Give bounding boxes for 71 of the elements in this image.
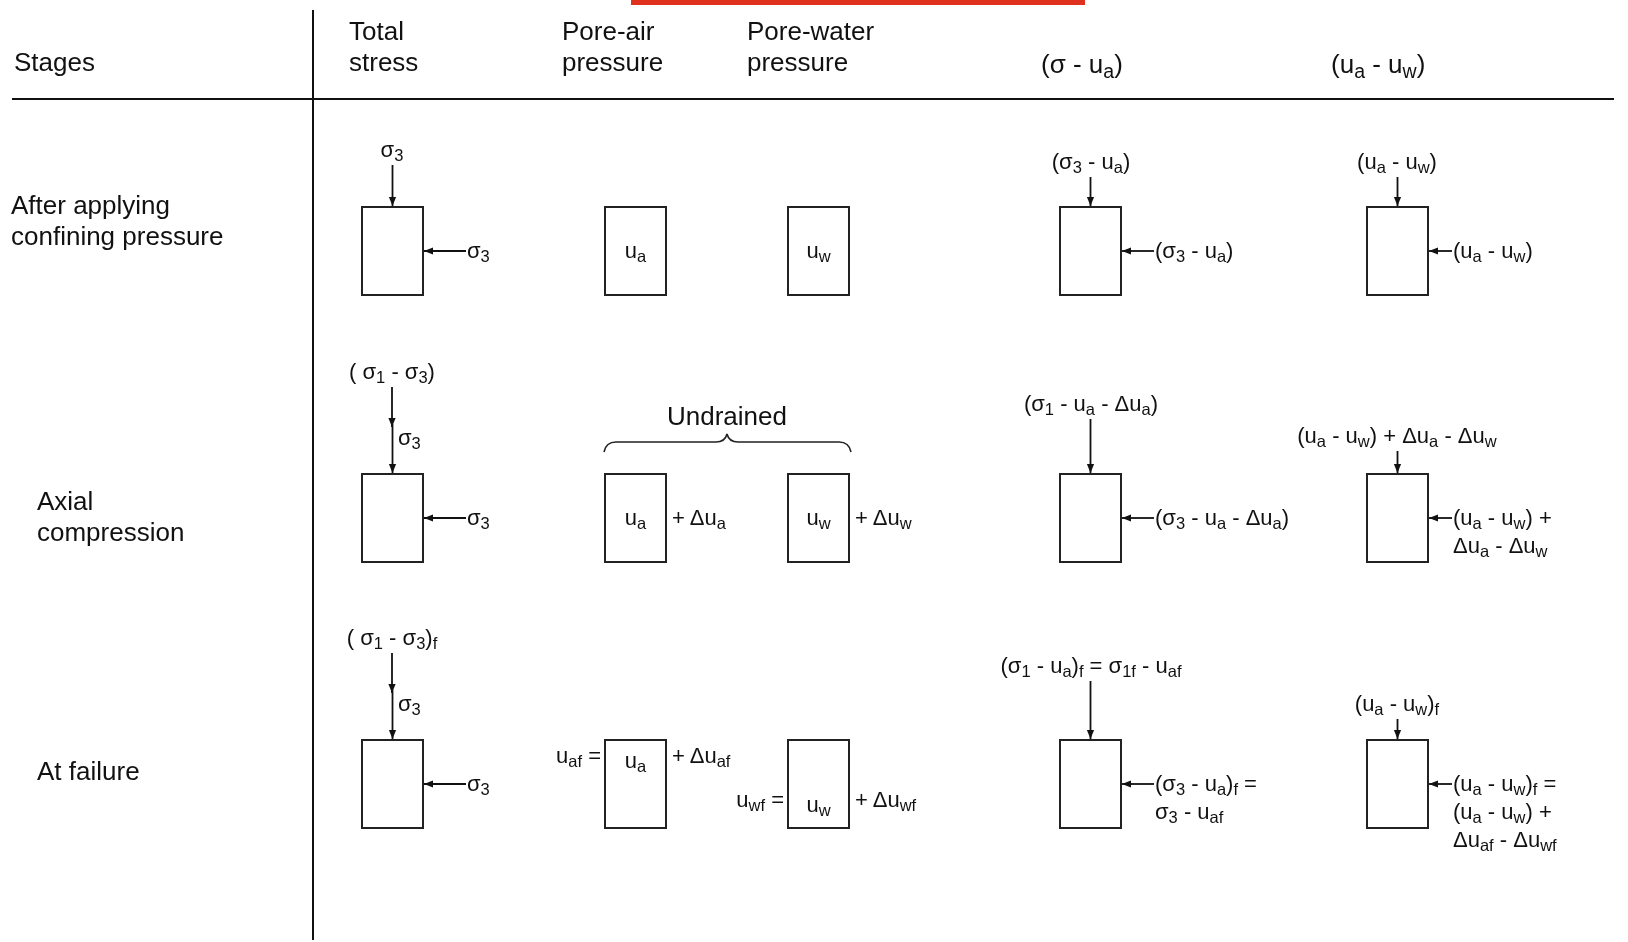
arrow [1428,514,1453,522]
column-header: Pore-air pressure [562,16,665,78]
specimen-box [1059,206,1122,296]
stress-label: (u$_{a}$ - u$_{w}$) + Δu$_{a}$ - Δu$_{w}$ [1297,422,1497,450]
arrow [388,386,396,428]
row-label: Axial compression [37,486,186,548]
column-header: Pore-water pressure [747,16,876,78]
arrow [1121,780,1155,788]
pressure-box: u$_{a}$ [604,473,667,563]
row-label: After applying confining pressure [11,190,225,252]
arrow [1086,418,1095,474]
stress-label: σ$_{3}$ [467,504,490,532]
arrow [423,780,467,788]
pressure-box: u$_{w}$ [787,739,850,829]
arrow [388,164,397,207]
stress-label: (σ$_{3}$ - u$_{a}$) [1051,148,1131,176]
stress-label: σ$_{3}$ [380,136,404,164]
arrow [1121,514,1155,522]
stress-label: ( σ$_{1}$ - σ$_{3}$) [349,358,435,386]
stress-label: (u$_{a}$ - u$_{w}$)$_{f}$ [1354,690,1440,718]
formula-text: + Δu$_{w}$ [855,504,912,532]
arrow [388,652,396,694]
specimen-box [361,206,424,296]
stress-label: (σ$_{3}$ - u$_{a}$ - Δu$_{a}$) [1155,504,1290,532]
stress-label: (u$_{a}$ - u$_{w}$) [1357,148,1437,176]
stress-label: (u$_{a}$ - u$_{w}$) [1453,237,1533,265]
pressure-box: u$_{w}$ [787,206,850,296]
specimen-box [1059,739,1122,829]
row-label: At failure [37,756,140,787]
stress-label: (σ$_{3}$ - u$_{a}$)$_{f}$ = σ$_{3}$ - u$_{af}$ [1155,770,1270,826]
arrow [1393,450,1402,474]
stress-label: σ$_{3}$ [398,690,421,718]
column-header: (u$_{a}$ - u$_{w}$) [1331,49,1426,80]
stress-label: σ$_{3}$ [467,770,490,798]
column-header: (σ - u$_{a}$) [1041,49,1123,80]
arrow [1086,680,1095,740]
arrow [1121,247,1155,255]
specimen-box [361,739,424,829]
group-label: Undrained [667,401,787,432]
specimen-box [361,473,424,563]
arrow [423,247,467,255]
formula-text: + Δu$_{a}$ [672,504,726,532]
stress-label: (u$_{a}$ - u$_{w}$) + Δu$_{a}$ - Δu$_{w}$ [1453,504,1568,560]
stress-label: (u$_{a}$ - u$_{w}$)$_{f}$ = (u$_{a}$ - u$_{w}$) + Δu$_{af}$ - Δu$_{wf}$ [1453,770,1575,854]
arrow [1393,718,1402,740]
stress-label: (σ$_{3}$ - u$_{a}$) [1155,237,1234,265]
arrow [1086,176,1095,207]
arrow [1393,176,1402,207]
column-header: Total stress [349,16,420,78]
formula-text: + Δu$_{af}$ [672,742,731,770]
stress-label: σ$_{3}$ [467,237,490,265]
arrow [1428,247,1453,255]
specimen-box [1366,473,1429,563]
specimen-box [1059,473,1122,563]
formula-text: u$_{wf}$ = [736,786,784,814]
stress-label: (σ$_{1}$ - u$_{a}$ - Δu$_{a}$) [1023,390,1159,418]
arrow [388,423,397,474]
column-header: Stages [14,47,95,78]
stress-label: (σ$_{1}$ - u$_{a}$)$_{f}$ = σ$_{1f}$ - u$_{af}$ [1000,652,1182,680]
arrow [423,514,467,522]
formula-text: u$_{af}$ = [556,742,601,770]
stress-label: σ$_{3}$ [398,424,421,452]
arrow [388,689,397,740]
stress-label: ( σ$_{1}$ - σ$_{3}$)$_{f}$ [346,624,438,652]
pressure-box: u$_{a}$ [604,206,667,296]
pressure-box: u$_{w}$ [787,473,850,563]
formula-text: + Δu$_{wf}$ [855,786,917,814]
pressure-box: u$_{a}$ [604,739,667,829]
specimen-box [1366,739,1429,829]
arrow [1428,780,1453,788]
specimen-box [1366,206,1429,296]
